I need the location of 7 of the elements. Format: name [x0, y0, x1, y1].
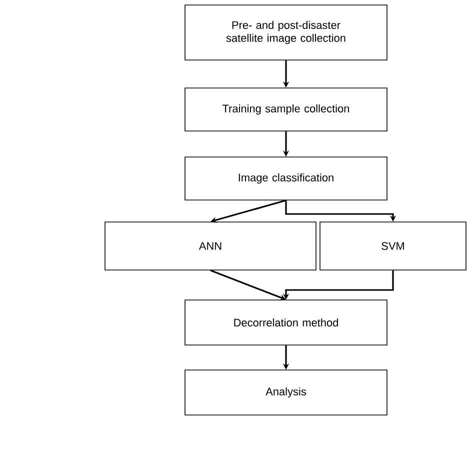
process-box: Analysis	[184, 370, 388, 416]
process-box: Training sample collection	[184, 88, 388, 132]
process-box: SVM	[320, 222, 466, 270]
process-box: Image classification	[184, 156, 388, 200]
process-box: ANN	[104, 222, 316, 270]
process-box: Decorrelation method	[184, 300, 388, 346]
process-box: Pre- and post-disaster satellite image collection	[184, 4, 388, 60]
